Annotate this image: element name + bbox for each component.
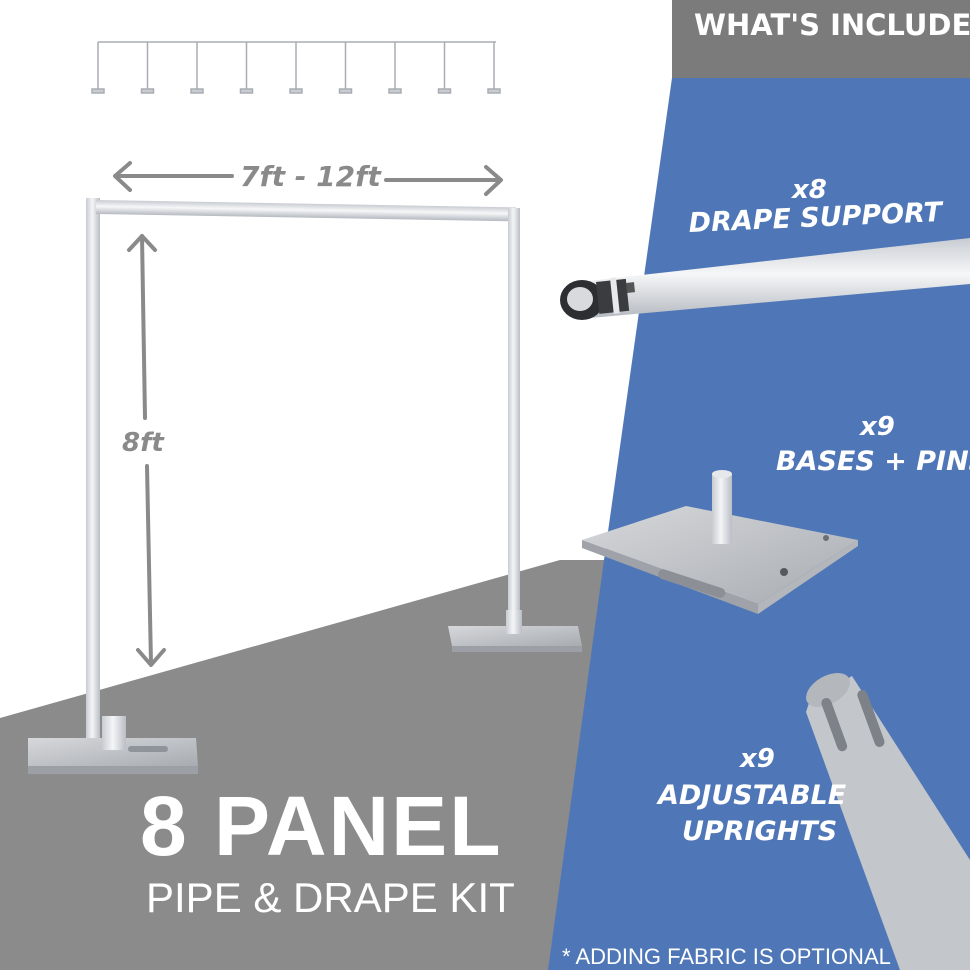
item-qty-bases: x9 (860, 412, 895, 442)
item-qty-uprights: x9 (740, 744, 775, 774)
height-arrow (127, 234, 166, 667)
item-name-uprights-line1: ADJUSTABLE (658, 780, 847, 811)
mini-base (91, 88, 105, 94)
item-name-bases: BASES + PINS (776, 446, 970, 477)
mini-base (487, 88, 501, 94)
mini-base (437, 88, 452, 94)
floor-gray (0, 560, 650, 970)
header-band (672, 0, 970, 78)
mini-base (239, 88, 254, 94)
upright-image (806, 672, 970, 970)
product-title: 8 PANEL (140, 779, 503, 873)
height-label: 8ft (122, 428, 164, 458)
mini-base (190, 88, 204, 94)
mini-base (289, 88, 303, 94)
mini-base (140, 88, 155, 94)
mini-base (338, 88, 353, 94)
frame-stand (28, 198, 582, 774)
item-qty-drape-support: x8 (792, 175, 827, 205)
width-label: 7ft - 12ft (240, 160, 381, 193)
header-title: WHAT'S INCLUDED (694, 8, 970, 42)
footnote: * ADDING FABRIC IS OPTIONAL (562, 944, 891, 969)
mini-base (388, 88, 402, 94)
mini-panels-preview (91, 41, 501, 94)
base-plate-image (582, 470, 858, 614)
item-name-uprights-line2: UPRIGHTS (682, 816, 838, 847)
drape-support-image (560, 238, 970, 320)
product-subtitle: PIPE & DRAPE KIT (146, 874, 515, 921)
width-arrow (113, 161, 503, 196)
